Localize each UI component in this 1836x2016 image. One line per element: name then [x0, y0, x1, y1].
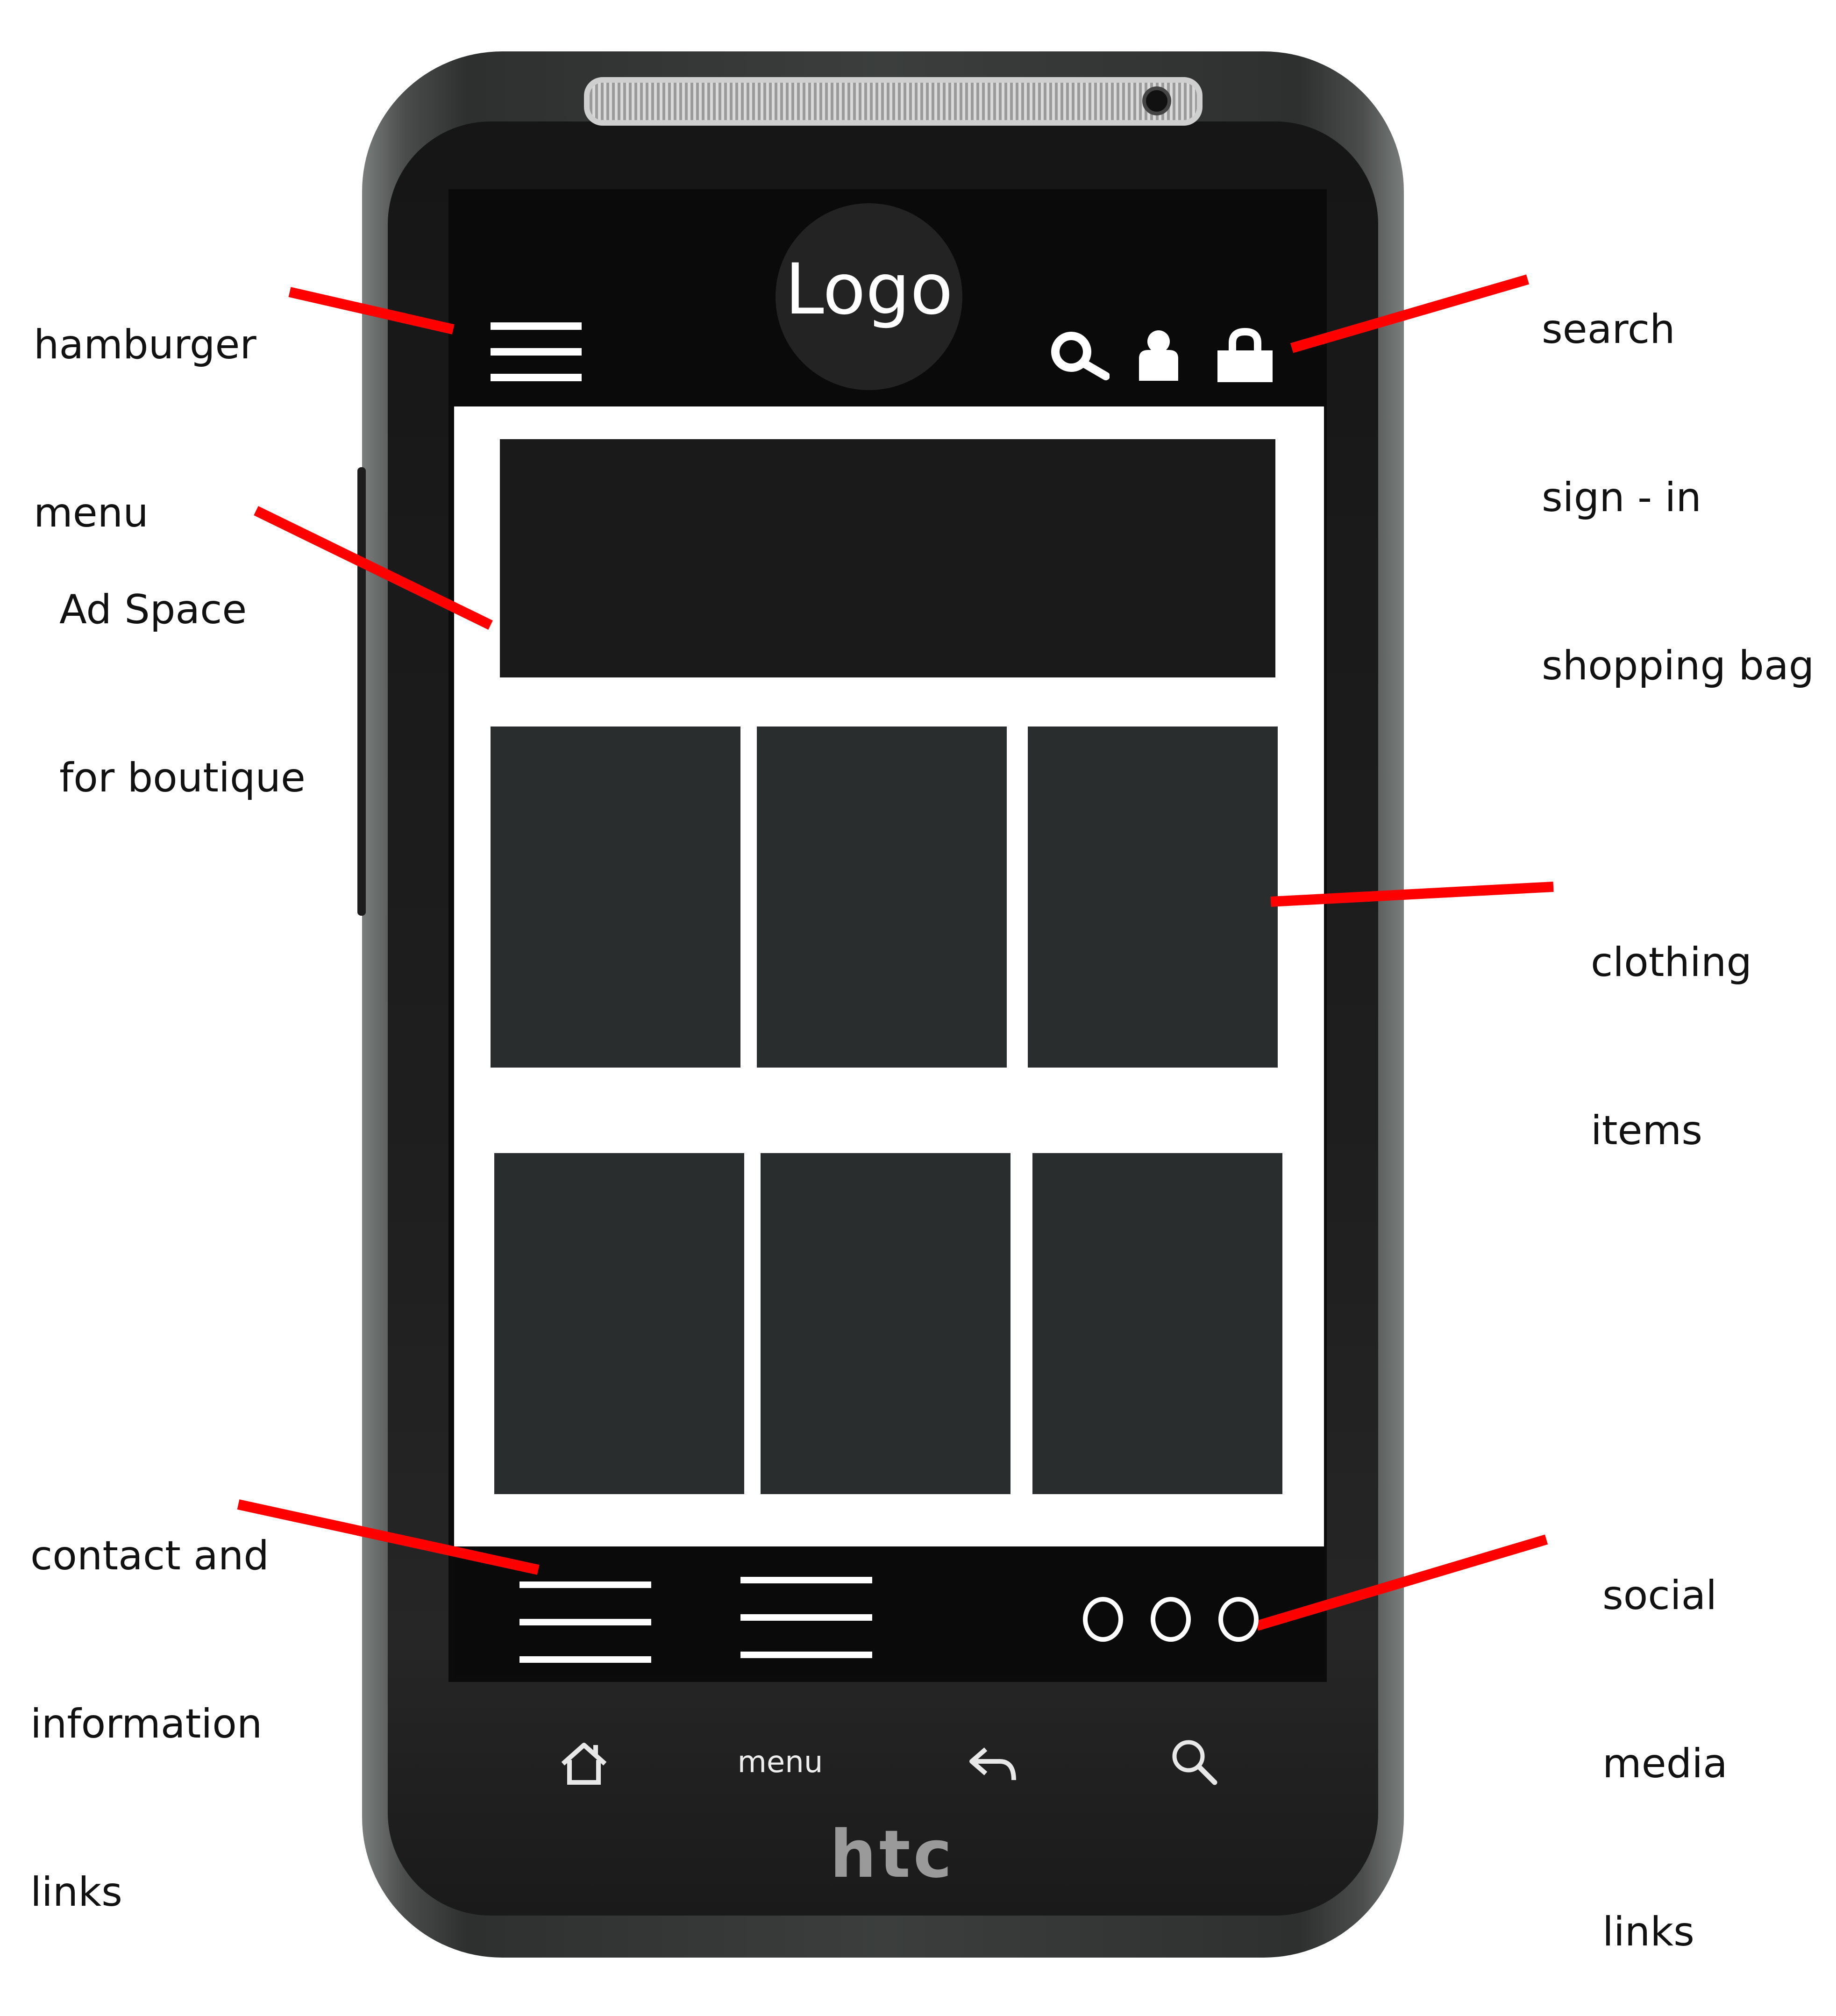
label-line: items: [1591, 1107, 1703, 1154]
label-header-icons: search sign - in shopping bag: [1542, 189, 1814, 750]
home-icon[interactable]: [558, 1740, 610, 1787]
back-arrow-icon[interactable]: [967, 1743, 1018, 1785]
label-clothing-items: clothing items: [1591, 822, 1752, 1215]
label-hamburger-menu: hamburger menu: [34, 205, 256, 597]
label-line: links: [1602, 1909, 1694, 1955]
clothing-item-tile[interactable]: [494, 1153, 744, 1494]
pointer-contact: [237, 1499, 540, 1575]
label-line: hamburger: [34, 321, 256, 368]
side-button: [357, 467, 366, 916]
label-line: Ad Space: [59, 586, 247, 633]
social-link-circle[interactable]: [1218, 1597, 1259, 1642]
label-line: social: [1602, 1572, 1717, 1619]
label-line: shopping bag: [1542, 642, 1815, 689]
social-link-circle[interactable]: [1151, 1597, 1191, 1642]
label-line: for boutique: [59, 755, 306, 801]
pointer-clothing: [1270, 882, 1554, 907]
label-line: media: [1602, 1740, 1728, 1787]
front-camera: [1142, 86, 1171, 115]
menu-key[interactable]: menu: [737, 1745, 823, 1780]
search-icon[interactable]: [1049, 329, 1110, 381]
logo-circle[interactable]: [776, 203, 962, 390]
label-contact-links: contact and information links: [30, 1416, 269, 1976]
pointer-hamburger: [288, 287, 455, 335]
ad-banner[interactable]: [500, 439, 1275, 677]
label-line: contact and: [30, 1532, 269, 1579]
clothing-item-tile[interactable]: [491, 727, 740, 1068]
label-line: information: [30, 1701, 263, 1747]
clothing-item-tile[interactable]: [1032, 1153, 1282, 1494]
information-links-list[interactable]: [740, 1577, 872, 1659]
user-icon[interactable]: [1135, 329, 1182, 381]
clothing-item-tile[interactable]: [757, 727, 1007, 1068]
contact-links-list[interactable]: [519, 1581, 651, 1663]
label-ad-space: Ad Space for boutique: [59, 470, 306, 862]
brand-logo: htc: [830, 1817, 955, 1893]
shopping-bag-icon[interactable]: [1215, 327, 1275, 383]
label-line: menu: [34, 490, 149, 536]
logo-text: Logo: [785, 249, 953, 330]
label-line: sign - in: [1542, 474, 1701, 521]
pointer-social: [1255, 1534, 1548, 1631]
social-link-circle[interactable]: [1083, 1597, 1123, 1642]
hamburger-menu-icon[interactable]: [491, 322, 584, 383]
pointer-ad-space: [254, 506, 493, 630]
clothing-item-tile[interactable]: [1028, 727, 1278, 1068]
label-line: clothing: [1591, 939, 1752, 986]
clothing-item-tile[interactable]: [761, 1153, 1011, 1494]
pointer-header-icons: [1290, 274, 1530, 353]
label-line: links: [30, 1869, 122, 1916]
label-social-links: social media links: [1602, 1455, 1728, 2016]
speaker-grille: [584, 77, 1203, 126]
label-line: search: [1542, 306, 1675, 353]
search-icon[interactable]: [1168, 1736, 1219, 1787]
